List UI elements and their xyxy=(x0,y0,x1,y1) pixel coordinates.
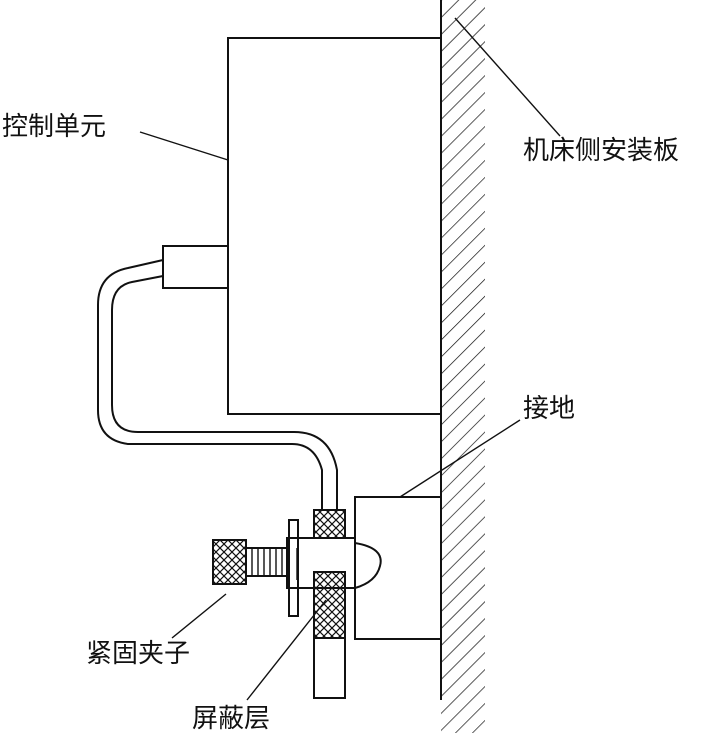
leader-mounting-plate xyxy=(454,17,561,137)
label-shield-layer: 屏蔽层 xyxy=(192,704,270,733)
shielded-cable xyxy=(97,259,338,510)
mounting-plate xyxy=(440,0,485,733)
control-unit-box xyxy=(227,37,442,415)
leader-ground xyxy=(399,419,521,498)
label-clamp: 紧固夹子 xyxy=(86,639,190,669)
label-mounting-plate: 机床侧安装板 xyxy=(523,136,679,166)
cable-shield-top xyxy=(313,509,346,539)
cable-lower xyxy=(313,637,346,699)
leader-control-unit xyxy=(139,131,229,161)
shield-layer-section xyxy=(313,571,346,639)
connector xyxy=(162,245,229,289)
label-control-unit: 控制单元 xyxy=(2,112,106,142)
label-ground: 接地 xyxy=(523,394,575,424)
leader-clamp xyxy=(171,593,227,639)
leader-shield-layer xyxy=(246,599,327,701)
clamp xyxy=(212,519,382,617)
ground-bracket xyxy=(354,496,442,640)
